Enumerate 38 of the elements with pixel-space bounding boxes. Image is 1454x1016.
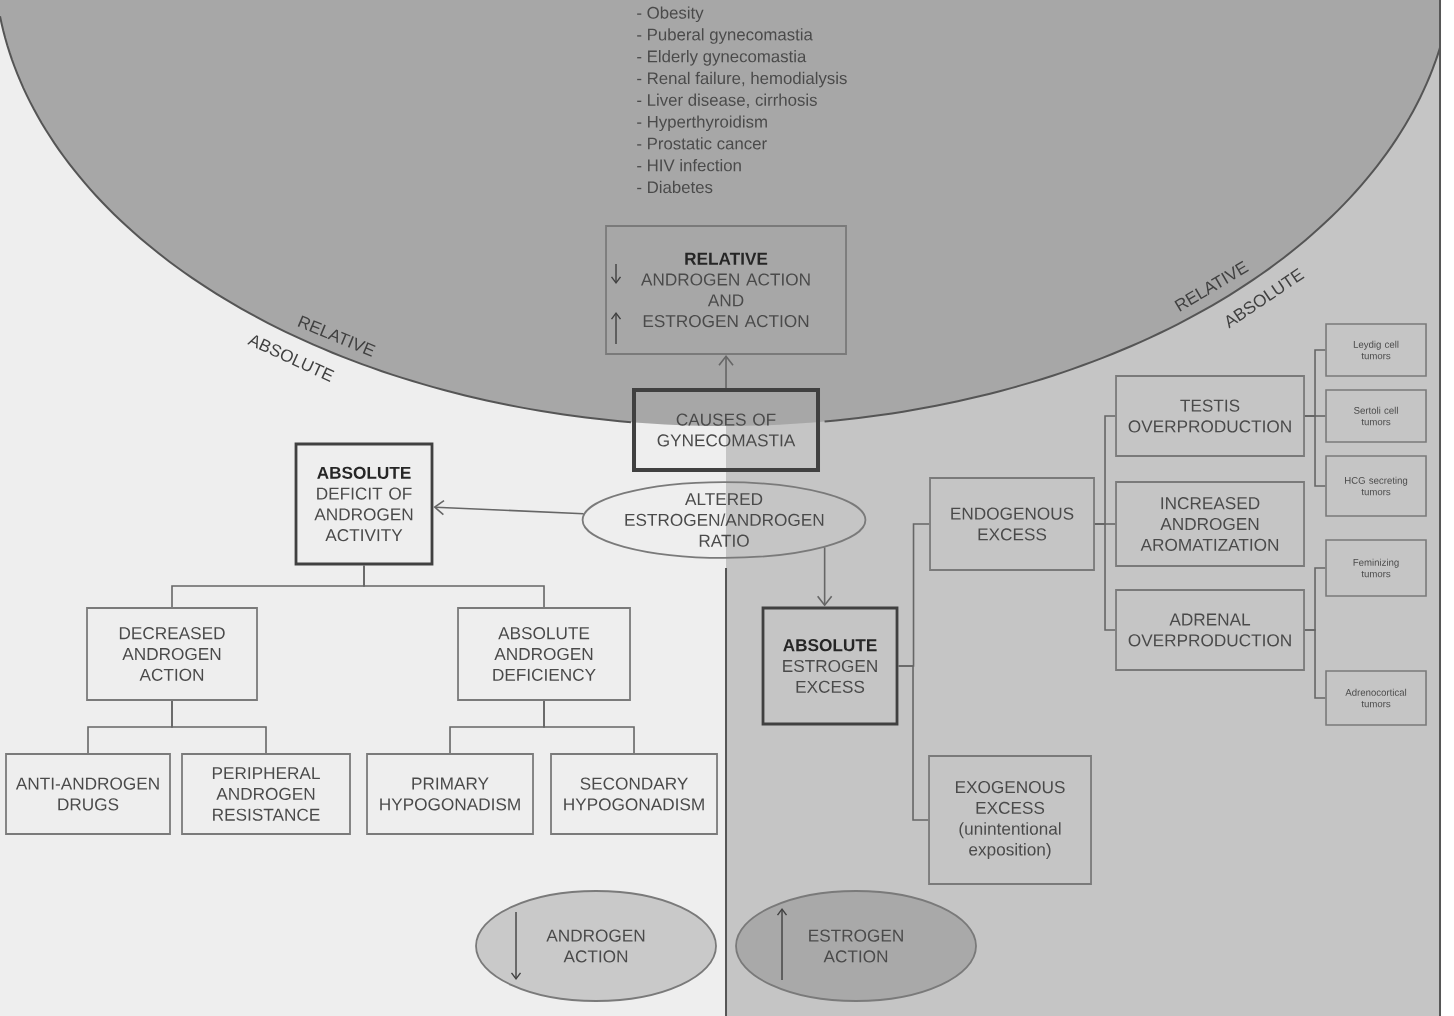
connector-line [1304,415,1326,487]
process-box: PRIMARY HYPOGONADISM [366,753,534,835]
process-box: SECONDARY HYPOGONADISM [550,753,718,835]
process-box: DECREASED ANDROGEN ACTION [86,607,258,701]
process-box: RELATIVE ANDROGEN ACTION AND ESTROGEN ACTION [605,225,847,355]
process-box: INCREASED ANDROGEN AROMATIZATION [1115,481,1305,567]
oval-node: ANDROGEN ACTION [475,890,717,1002]
connector-line [897,665,929,821]
node-label: - Renal failure, hemodialysis [637,71,847,88]
process-box: EXOGENOUS EXCESS (unintentional exposition) [928,755,1092,885]
connector-line [1304,629,1326,699]
node-label: - Obesity [637,6,704,23]
node-label: - Liver disease, cirrhosis [637,93,817,108]
process-box: TESTIS OVERPRODUCTION [1115,375,1305,457]
title-box: CAUSES OF GYNECOMASTIA [632,388,820,472]
process-box: ADRENAL OVERPRODUCTION [1115,589,1305,671]
process-box: ABSOLUTE DEFICIT OF ANDROGEN ACTIVITY [294,442,434,566]
connector-line [171,700,267,754]
node-label: - Hyperthyroidism [637,115,767,132]
oval-node: ALTERED ESTROGEN/ANDROGEN RATIO [581,481,867,559]
process-box: ABSOLUTE ESTROGEN EXCESS [761,606,899,726]
oval-node: ESTROGEN ACTION [735,890,977,1002]
node-label: - Prostatic cancer [637,137,767,150]
arrow [816,546,833,607]
connector-line [363,564,545,608]
process-box: ABSOLUTE ANDROGEN DEFICIENCY [457,607,631,701]
node-label: - Elderly gynecomastia [637,50,807,66]
process-box: ANTI-ANDROGEN DRUGS [5,753,171,835]
node-label: - HIV infection [637,159,741,172]
arrow [433,499,585,516]
connector-line [543,700,635,754]
process-box: PERIPHERAL ANDROGEN RESISTANCE [181,753,351,835]
connector-line [1094,523,1116,631]
node-label: - Puberal gynecomastia [637,28,813,44]
arrow [718,354,734,389]
bullet-list: - Obesity - Puberal gynecomastia - Elderly gynecomastia - Renal failure, hemodialysis - Liver disease, cirrhosis - Hyperthyroidism - Prostatic cancer - HIV infection - Diabetes [637,6,847,194]
node-label: - Diabetes [637,180,713,194]
process-box: ENDOGENOUS EXCESS [929,477,1095,571]
